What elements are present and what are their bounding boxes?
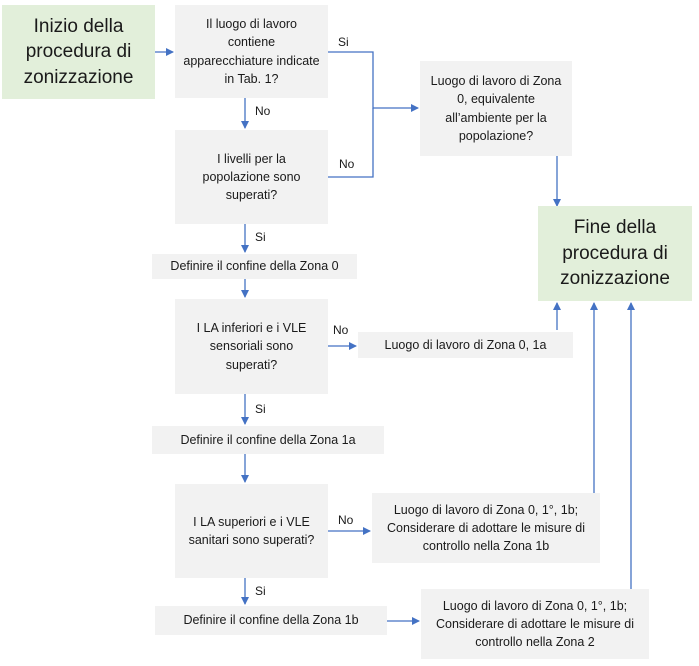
label-si-q2: Si bbox=[255, 230, 266, 244]
decision-population-levels: I livelli per la popolazione sono supera… bbox=[175, 130, 328, 224]
define-zone1b-boundary: Definire il confine della Zona 1b bbox=[155, 606, 387, 635]
zone0-equivalent-population: Luogo di lavoro di Zona 0, equivalente a… bbox=[420, 61, 572, 156]
start-terminal: Inizio della procedura di zonizzazione bbox=[2, 5, 155, 99]
decision-equipment-tab1: Il luogo di lavoro contiene apparecchiat… bbox=[175, 5, 328, 98]
result-zone-2-controls: Luogo di lavoro di Zona 0, 1°, 1b; Consi… bbox=[421, 589, 649, 659]
label-no-q4: No bbox=[338, 513, 354, 527]
label-no-q3: No bbox=[333, 323, 349, 337]
label-si-q1: Si bbox=[338, 35, 349, 49]
result-zone-1b-controls: Luogo di lavoro di Zona 0, 1°, 1b; Consi… bbox=[372, 493, 600, 563]
decision-lower-al-sensory-elv: I LA inferiori e i VLE sensoriali sono s… bbox=[175, 299, 328, 394]
define-zone1a-boundary: Definire il confine della Zona 1a bbox=[152, 426, 384, 454]
label-si-q4: Si bbox=[255, 584, 266, 598]
end-terminal: Fine della procedura di zonizzazione bbox=[538, 206, 692, 301]
decision-upper-al-health-elv: I LA superiori e i VLE sanitari sono sup… bbox=[175, 484, 328, 578]
arrow-q1-si-to-zone0 bbox=[328, 51, 419, 112]
result-zone-0-1a: Luogo di lavoro di Zona 0, 1a bbox=[358, 332, 573, 358]
arrow-q2-no-to-zone0 bbox=[328, 108, 374, 178]
label-no-q2: No bbox=[339, 157, 355, 171]
define-zone0-boundary: Definire il confine della Zona 0 bbox=[152, 254, 357, 279]
label-no-q1: No bbox=[255, 104, 271, 118]
label-si-q3: Si bbox=[255, 402, 266, 416]
